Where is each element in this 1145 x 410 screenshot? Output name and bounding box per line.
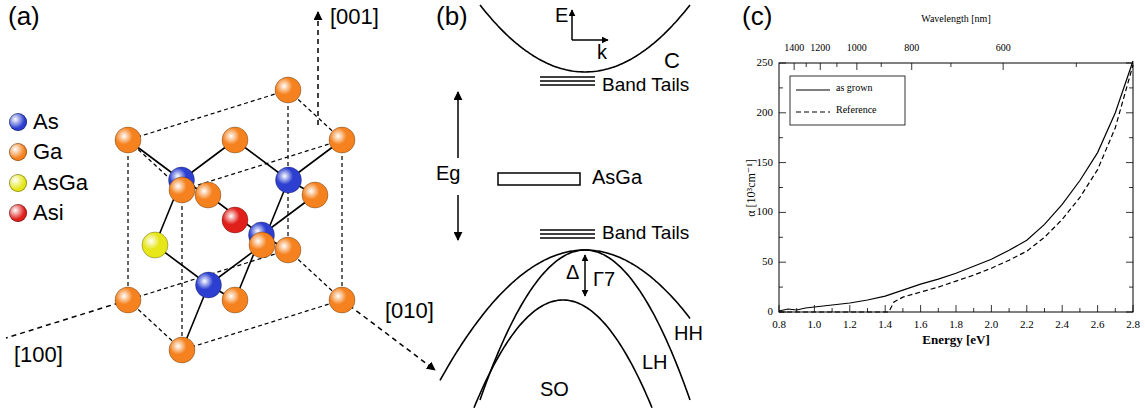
- tick-label: 2.6: [1091, 318, 1105, 331]
- axis-label: [001]: [330, 4, 379, 29]
- tick-label: 2.2: [1020, 318, 1034, 331]
- tick-label: 200: [757, 106, 774, 119]
- gap-label: Eg: [436, 162, 460, 185]
- axis-label: [010]: [385, 298, 434, 323]
- defect-level-label: AsGa: [592, 166, 642, 189]
- panel-label: (b): [436, 2, 468, 32]
- axis-title: Wavelength [nm]: [921, 13, 990, 25]
- tick-label: 250: [757, 56, 774, 69]
- legend-text: as grown: [836, 82, 872, 94]
- absorption-chart: [779, 61, 1133, 312]
- band-label: C: [664, 48, 680, 73]
- axis-title: Energy [eV]: [922, 333, 990, 348]
- band-label: SO: [540, 378, 569, 401]
- tick-label: 1.0: [808, 318, 822, 331]
- axis-title: α [10³cm⁻¹]: [745, 159, 759, 216]
- band-label: Γ7: [593, 268, 615, 291]
- legend-text: Reference: [836, 104, 877, 116]
- tick-label: 1.8: [949, 318, 963, 331]
- splitting-label: Δ: [566, 261, 579, 284]
- legend-text: AsGa: [33, 170, 88, 195]
- legend-swatch: [9, 204, 27, 222]
- panel-label: (c): [742, 2, 772, 32]
- legend-text: As: [33, 109, 59, 134]
- tick-label: 100: [757, 205, 774, 218]
- band-label: Band Tails: [602, 74, 689, 96]
- crystal-structure: [6, 12, 435, 370]
- tick-label: 1.4: [878, 318, 892, 331]
- band-label: HH: [674, 322, 703, 345]
- legend-line-sample: [796, 89, 830, 90]
- legend-swatch: [9, 113, 27, 131]
- band-label: LH: [642, 351, 668, 374]
- tick-label: 150: [757, 156, 774, 169]
- tick-label: 1.6: [914, 318, 928, 331]
- axis-label: [100]: [14, 342, 63, 367]
- legend-line-sample: [796, 111, 830, 112]
- legend-swatch: [9, 174, 27, 192]
- tick-label: 600: [996, 42, 1011, 54]
- tick-label: 2.8: [1126, 318, 1140, 331]
- band-label: Band Tails: [602, 222, 689, 244]
- tick-label: 50: [762, 255, 773, 268]
- panel-label: (a): [8, 2, 40, 32]
- tick-label: 1.2: [843, 318, 857, 331]
- tick-label: 1200: [810, 42, 830, 54]
- legend-text: Asi: [33, 200, 64, 225]
- band-diagram: [440, 5, 690, 408]
- tick-label: 0: [768, 305, 774, 318]
- tick-label: 2.4: [1055, 318, 1069, 331]
- tick-label: 1000: [847, 42, 867, 54]
- legend-text: Ga: [33, 139, 62, 164]
- tick-label: 1400: [784, 42, 804, 54]
- tick-label: 0.8: [772, 318, 786, 331]
- legend-swatch: [9, 143, 27, 161]
- tick-label: 800: [904, 42, 919, 54]
- axis-label: E: [555, 4, 568, 27]
- axis-label: k: [597, 41, 607, 64]
- tick-label: 2.0: [985, 318, 999, 331]
